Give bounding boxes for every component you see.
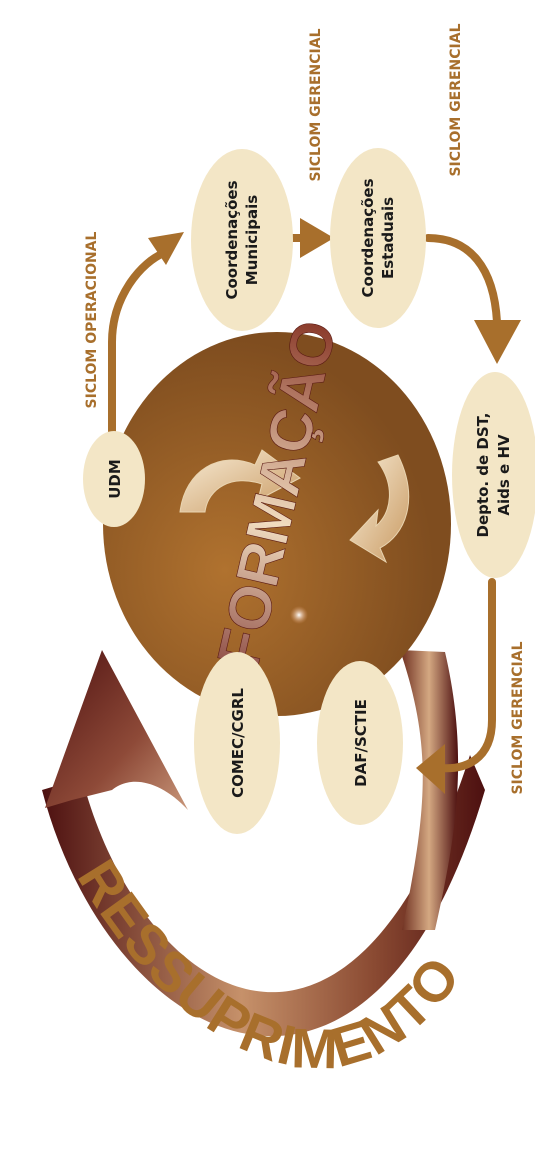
label-siclom-gerencial-top1: SICLOM GERENCIAL	[308, 28, 324, 181]
label-siclom-gerencial-right: SICLOM GERENCIAL	[510, 641, 526, 794]
big-arrow-head	[45, 650, 188, 810]
node-coordenacoes-estaduais: Coordenações Estaduais	[330, 148, 426, 328]
node-estaduais-line1: Coordenações	[359, 178, 377, 297]
node-municipais-line2: Municipais	[243, 195, 261, 285]
node-daf-label: DAF/SCTIE	[352, 699, 370, 787]
node-comec-label: COMEC/CGRL	[229, 688, 247, 798]
node-comec-cgrl: COMEC/CGRL	[194, 652, 280, 834]
node-udm-label: UDM	[106, 459, 124, 499]
node-udm: UDM	[83, 431, 145, 527]
arrow-estaduais-to-depto	[428, 238, 497, 322]
node-daf-sctie: DAF/SCTIE	[317, 661, 403, 825]
node-depto-line1: Depto. de DST,	[474, 413, 492, 538]
node-municipais-line1: Coordenações	[223, 180, 241, 299]
label-siclom-operacional: SICLOM OPERACIONAL	[84, 231, 100, 408]
node-estaduais-line2: Estaduais	[379, 197, 397, 279]
node-coordenacoes-municipais: Coordenações Municipais	[191, 149, 293, 331]
big-arrow-right-prong	[400, 650, 458, 930]
label-siclom-gerencial-top2: SICLOM GERENCIAL	[448, 23, 464, 176]
node-depto-line2: Aids e HV	[495, 434, 513, 516]
node-depto-dst: Depto. de DST, Aids e HV	[452, 372, 535, 578]
glow-dot	[290, 606, 308, 624]
information-center: INFORMAÇÃO	[103, 315, 451, 733]
